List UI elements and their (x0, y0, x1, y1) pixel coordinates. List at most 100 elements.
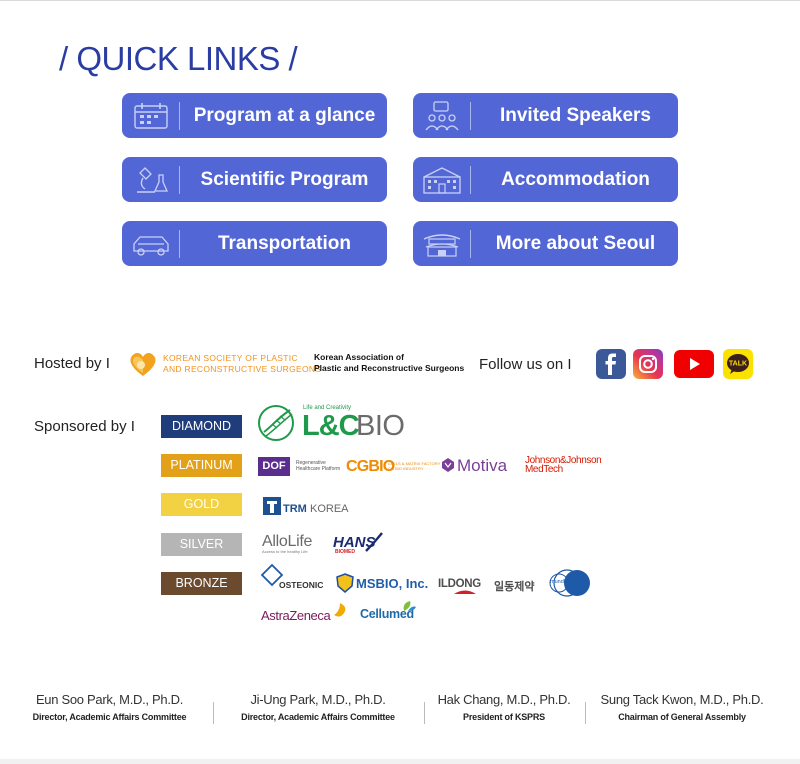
mundipharma-logo: mundipharma (550, 579, 584, 585)
speakers-icon (425, 101, 459, 131)
tier-diamond: DIAMOND (161, 415, 242, 438)
tier-platinum: PLATINUM (161, 454, 242, 477)
signature-name: Hak Chang, M.D., Ph.D. (437, 692, 571, 707)
ildong-arc-icon (454, 590, 476, 594)
trm-logo-text: TRM (283, 503, 307, 515)
cellumed-leaf-icon (403, 601, 416, 611)
ksprs-line1: KOREAN SOCIETY OF PLASTIC (163, 353, 298, 363)
instagram-icon[interactable] (633, 349, 663, 379)
button-separator (179, 102, 180, 130)
lc-bio-tagline: Life and Creativity (303, 405, 352, 411)
quick-link-more-about-seoul[interactable]: More about Seoul (413, 221, 678, 266)
signature-eun-soo-park: Eun Soo Park, M.D., Ph.D. Director, Acad… (14, 692, 205, 722)
tier-bronze: BRONZE (161, 572, 242, 595)
ildong-logo: ILDONG (438, 578, 481, 590)
tier-gold: GOLD (161, 493, 242, 516)
quick-link-invited-speakers[interactable]: Invited Speakers (413, 93, 678, 138)
lc-bio-logo-icon (258, 405, 294, 441)
ksprs-line2: AND RECONSTRUCTIVE SURGEONS (163, 364, 322, 374)
quick-link-accommodation[interactable]: Accommodation (413, 157, 678, 202)
microscope-icon (137, 167, 169, 193)
motiva-logo-icon (442, 458, 454, 472)
ksprs-logo-icon (130, 353, 156, 376)
lc-bio-name: L&C (302, 410, 360, 442)
osteonic-logo-icon (260, 563, 284, 587)
signature-divider (213, 702, 214, 724)
signature-role: President of KSPRS (463, 712, 545, 722)
quick-links-title: / QUICK LINKS / (59, 40, 298, 77)
hosted-by-label: Hosted by I (34, 355, 110, 372)
top-divider (0, 0, 800, 1)
hotel-icon (423, 167, 461, 194)
hans-biomed-logo: HANS (333, 534, 376, 551)
signature-role: Director, Academic Affairs Committee (32, 712, 187, 722)
signature-divider (585, 702, 586, 724)
quick-link-transportation[interactable]: Transportation (122, 221, 387, 266)
follow-us-label: Follow us on I (479, 356, 572, 373)
youtube-icon[interactable] (674, 350, 714, 378)
jj-line2: MedTech (525, 464, 563, 475)
sponsored-by-label: Sponsored by I (34, 418, 135, 435)
trm-korea-text: KOREA (310, 503, 349, 515)
cgbio-tagline-line1: CELLS & MATRIX FACTORY (388, 461, 441, 466)
signature-hak-chang: Hak Chang, M.D., Ph.D. President of KSPR… (430, 692, 578, 722)
kakaotalk-label: TALK (729, 361, 747, 368)
johnson-johnson-logo: Johnson&Johnson MedTech (525, 455, 602, 475)
button-separator (179, 166, 180, 194)
signature-divider (424, 702, 425, 724)
allolife-logo: AlloLife (262, 533, 313, 550)
ildong-korean-name: 일동제약 (494, 581, 535, 593)
facebook-icon[interactable] (596, 349, 626, 379)
quick-link-label: More about Seoul (495, 233, 656, 254)
kapr-name: Korean Association of Plastic and Recons… (314, 352, 464, 374)
trm-korea-logo-icon (263, 497, 281, 515)
lc-bio-bio: BIO (356, 410, 405, 442)
motiva-logo: Motiva (457, 456, 508, 475)
ksprs-name: KOREAN SOCIETY OF PLASTIC AND RECONSTRUC… (163, 353, 321, 375)
quick-link-label: Scientific Program (200, 169, 369, 190)
cgbio-tagline: CELLS & MATRIX FACTORY CG BIO INDUSTRY (388, 461, 440, 471)
quick-link-scientific-program[interactable]: Scientific Program (122, 157, 387, 202)
quick-link-label: Program at a glance (193, 105, 376, 126)
bottom-bar (0, 759, 800, 764)
button-separator (470, 102, 471, 130)
quick-link-program-at-a-glance[interactable]: Program at a glance (122, 93, 387, 138)
button-separator (470, 230, 471, 258)
osteonic-logo: OSTEONIC (279, 580, 324, 590)
signature-name: Eun Soo Park, M.D., Ph.D. (35, 692, 184, 707)
signature-sung-tack-kwon: Sung Tack Kwon, M.D., Ph.D. Chairman of … (593, 692, 771, 722)
allolife-tagline: Access to the healthy Life (262, 549, 308, 554)
signature-name: Sung Tack Kwon, M.D., Ph.D. (600, 692, 764, 707)
msbio-logo-icon (336, 573, 354, 593)
button-separator (179, 230, 180, 258)
kapr-line2: Plastic and Reconstructive Surgeons (314, 363, 465, 373)
signature-role: Director, Academic Affairs Committee (241, 712, 395, 722)
dof-logo: DOF (258, 457, 290, 476)
quick-link-label: Accommodation (501, 169, 650, 190)
kapr-line1: Korean Association of (314, 352, 404, 362)
jj-line1: Johnson&Johnson (525, 455, 602, 466)
cellumed-logo: Cellumed (360, 607, 414, 621)
dof-tagline-line1: Regenerative (296, 460, 326, 466)
dof-tagline: Regenerative Healthcare Platform (296, 460, 340, 472)
quick-link-label: Invited Speakers (499, 105, 652, 126)
hans-biomed-sub: BIOMED (335, 549, 355, 555)
msbio-logo: MSBIO, Inc. (356, 576, 429, 591)
car-icon (133, 236, 169, 256)
dof-tagline-line2: Healthcare Platform (296, 466, 341, 472)
calendar-icon (134, 103, 168, 129)
palace-icon (423, 234, 461, 257)
signature-ji-ung-park: Ji-Ung Park, M.D., Ph.D. Director, Acade… (222, 692, 414, 722)
astrazeneca-swirl-icon (334, 603, 346, 617)
signature-role: Chairman of General Assembly (618, 712, 746, 722)
mundipharma-logo-icon (549, 569, 590, 597)
hans-swoosh-icon (365, 532, 383, 552)
button-separator (470, 166, 471, 194)
signature-name: Ji-Ung Park, M.D., Ph.D. (250, 692, 386, 707)
tier-silver: SILVER (161, 533, 242, 556)
quick-link-label: Transportation (217, 233, 351, 254)
cgbio-logo: CGBIO (346, 458, 395, 475)
kakaotalk-icon[interactable]: TALK (723, 349, 753, 379)
astrazeneca-logo: AstraZeneca (261, 608, 331, 623)
cgbio-tagline-line2: CG BIO INDUSTRY (388, 466, 424, 471)
